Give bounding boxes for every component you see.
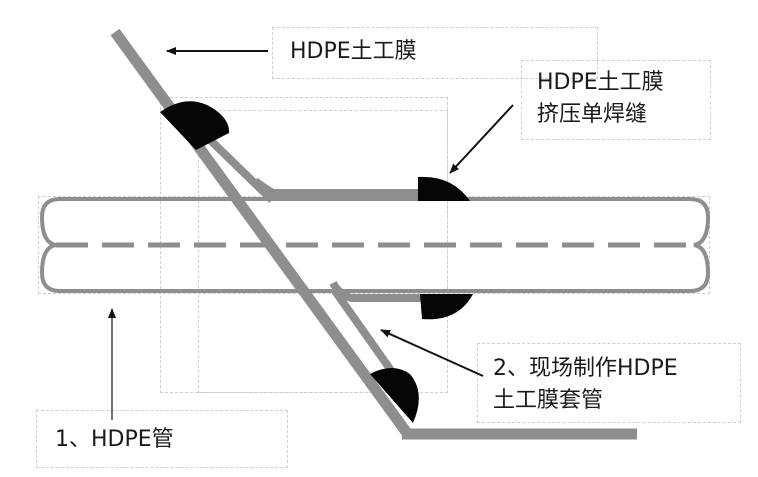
weld-label-line1: HDPE土工膜 xyxy=(537,70,664,95)
hdpe-sleeve xyxy=(202,132,428,379)
geomembrane-label: HDPE土工膜 xyxy=(290,39,417,64)
weld-upper-slope xyxy=(160,101,230,150)
pipe-label: 1、HDPE管 xyxy=(55,427,174,452)
guide-frame-weld-label xyxy=(521,60,711,140)
guide-frame-membrane-label xyxy=(272,27,598,79)
sleeve-label-line1: 2、现场制作HDPE xyxy=(493,356,678,381)
arrow-up-left-icon xyxy=(380,329,484,377)
pipe-outline xyxy=(39,197,711,293)
guide-frame-pipe-label xyxy=(36,410,288,468)
annotation-arrows xyxy=(108,47,514,420)
sleeve-label-line2: 土工膜套管 xyxy=(493,388,604,413)
sleeve-slope-lower xyxy=(331,288,399,379)
weld-pipe-top xyxy=(418,176,470,201)
sleeve-bottom-branch xyxy=(329,280,428,302)
hdpe-geomembrane xyxy=(110,28,637,440)
guide-frame-inner xyxy=(198,110,448,393)
arrow-down-left-icon xyxy=(449,104,514,174)
geomembrane-slope xyxy=(110,28,412,437)
weld-pipe-bottom xyxy=(420,294,473,320)
weld-label-line2: 挤压单焊缝 xyxy=(537,102,648,127)
guide-frame-sleeve-label xyxy=(477,343,741,423)
extrusion-welds xyxy=(160,101,473,423)
hdpe-pipe xyxy=(39,197,711,293)
sleeve-top-branch xyxy=(252,177,428,197)
weld-lower-slope xyxy=(370,368,419,423)
